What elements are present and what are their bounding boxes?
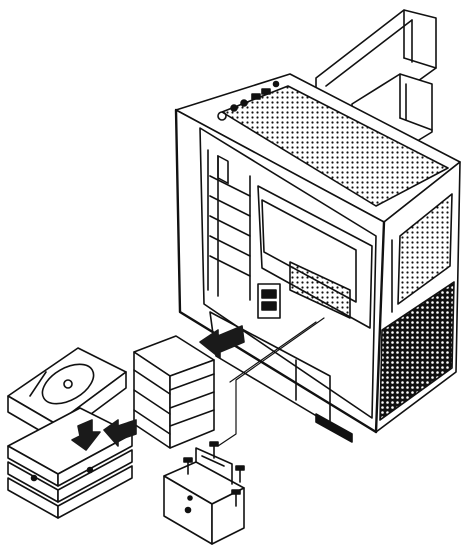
ssd-bracket: [163, 447, 245, 545]
drive-bay-slots: [209, 175, 251, 301]
screw: [183, 457, 193, 475]
leader-lines: [217, 317, 325, 447]
insert-tray-into-cage-arrow: [103, 419, 137, 447]
hdd-cage: [133, 335, 215, 449]
pc-case: [174, 73, 461, 443]
screw: [231, 489, 241, 507]
front-io-ports: [217, 80, 280, 121]
screw: [235, 465, 245, 483]
insert-hdd-into-cage-arrow: [71, 419, 101, 451]
push-cage-into-case-arrow: [199, 325, 245, 359]
screw: [209, 441, 219, 459]
mounting-screws: [183, 441, 245, 507]
